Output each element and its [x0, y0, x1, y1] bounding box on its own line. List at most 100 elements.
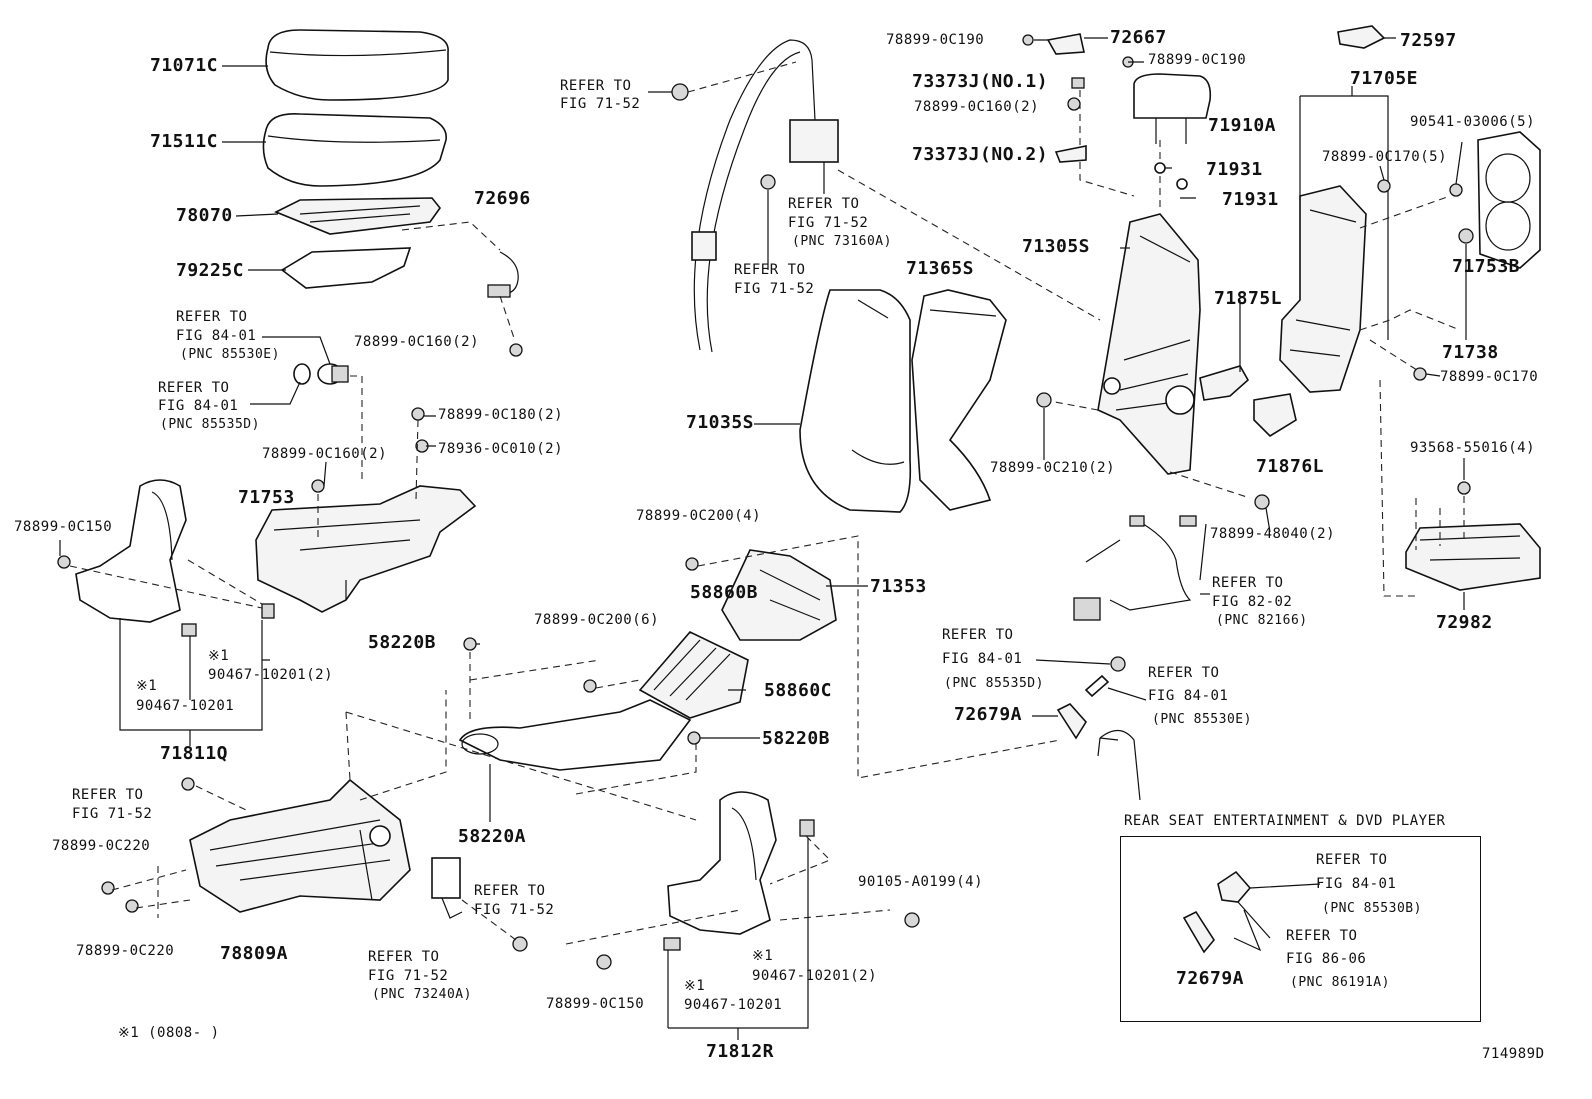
- ref-line: FIG 71-52: [474, 902, 555, 918]
- bracket-71875l[interactable]: [1199, 365, 1250, 401]
- ref-line: FIG 84-01: [942, 651, 1023, 667]
- label-71931: 71931: [1222, 189, 1279, 210]
- label-90541-03006-5: 90541-03006(5): [1410, 114, 1536, 130]
- label-71753b: 71753B: [1452, 256, 1521, 277]
- bracket-71353[interactable]: [721, 549, 837, 641]
- label-78899-0c150: 78899-0C150: [546, 996, 645, 1012]
- label-78899-0c180-2: 78899-0C180(2): [438, 407, 564, 423]
- label-58220b: 58220B: [762, 728, 831, 749]
- ref-line: FIG 86-06: [1286, 951, 1367, 967]
- label-78899-0c170: 78899-0C170: [1440, 369, 1539, 385]
- label-71705e: 71705E: [1350, 68, 1419, 89]
- cushion-plate-78070[interactable]: [274, 197, 442, 235]
- ref-line: FIG 84-01: [158, 398, 239, 414]
- ref-line: FIG 71-52: [368, 968, 449, 984]
- ref-line: REFER TO: [1212, 575, 1284, 591]
- label-78899-0c200-4: 78899-0C200(4): [636, 508, 762, 524]
- seat-track-78809a[interactable]: [189, 778, 411, 913]
- label-71035s: 71035S: [686, 412, 755, 433]
- dvd-player-parts[interactable]: [1182, 870, 1321, 954]
- ref-line: REFER TO: [1286, 928, 1358, 944]
- ref-line: REFER TO: [734, 262, 806, 278]
- label-71876l: 71876L: [1256, 456, 1325, 477]
- spring-58860b-c[interactable]: [638, 631, 749, 719]
- label-58860c: 58860C: [764, 680, 833, 701]
- ref-line: REFER TO: [1316, 852, 1388, 868]
- label-71812r: 71812R: [706, 1041, 775, 1062]
- ref-line: REFER TO: [158, 380, 230, 396]
- lamp-85535d[interactable]: [293, 363, 311, 385]
- label-71738: 71738: [1442, 342, 1499, 363]
- ref-line: (PNC 85530B): [1322, 901, 1422, 916]
- ref-line: (PNC 85535D): [944, 676, 1044, 691]
- label-71365s: 71365S: [906, 258, 975, 279]
- label-71071c: 71071C: [150, 55, 219, 76]
- label-78899-0c190: 78899-0C190: [1148, 52, 1247, 68]
- ref-line: REFER TO: [942, 627, 1014, 643]
- label-71753: 71753: [238, 487, 295, 508]
- ref-line: (PNC 82166): [1216, 613, 1308, 628]
- ref-line: FIG 84-01: [1148, 688, 1229, 704]
- back-panel-71705e[interactable]: [1279, 185, 1367, 393]
- cushion-pad-71511c[interactable]: [262, 113, 447, 187]
- note-mark: ※1: [684, 978, 706, 994]
- label-58220b: 58220B: [368, 632, 437, 653]
- label-72679a: 72679A: [954, 704, 1023, 725]
- side-cover-71812r[interactable]: [667, 791, 777, 935]
- side-cover-71811q[interactable]: [75, 479, 187, 623]
- seatback-pad-71365s[interactable]: [911, 289, 1007, 511]
- cushion-cover-71071c[interactable]: [265, 29, 449, 101]
- dvd-player-box: [1120, 836, 1481, 1022]
- mat-79225c[interactable]: [280, 247, 412, 289]
- label-78899-0c190: 78899-0C190: [886, 32, 985, 48]
- ref-line: FIG 71-52: [788, 215, 869, 231]
- seat-pan-58220a[interactable]: [458, 699, 692, 771]
- clip-72597[interactable]: [1337, 25, 1386, 49]
- label-78899-0c150: 78899-0C150: [14, 519, 113, 535]
- label-71811q: 71811Q: [160, 743, 229, 764]
- seat-belt-assembly[interactable]: [691, 39, 839, 353]
- label-78899-0c160-2: 78899-0C160(2): [354, 334, 480, 350]
- label-73373j-no1: 73373J(NO.1): [912, 71, 1049, 92]
- label-90467-10201-2: 90467-10201(2): [208, 667, 334, 683]
- headrest-71910a[interactable]: [1133, 73, 1212, 144]
- label-71910a: 71910A: [1208, 115, 1277, 136]
- arrow-icon: [1097, 729, 1141, 801]
- connector-72679a[interactable]: [1056, 703, 1087, 740]
- label-71305s: 71305S: [1022, 236, 1091, 257]
- ref-line: FIG 84-01: [1316, 876, 1397, 892]
- wire-72696[interactable]: [487, 251, 519, 298]
- bracket-72667[interactable]: [1046, 33, 1085, 55]
- ref-line: (PNC 73240A): [372, 987, 472, 1002]
- label-72667: 72667: [1110, 27, 1167, 48]
- label-78899-0c160-2: 78899-0C160(2): [914, 99, 1040, 115]
- cup-holder-71753b[interactable]: [1477, 131, 1541, 269]
- seatback-cover-71035s[interactable]: [799, 289, 912, 513]
- label-71875l: 71875L: [1214, 288, 1283, 309]
- seatback-frame-71305s[interactable]: [1097, 213, 1201, 475]
- label-72597: 72597: [1400, 30, 1457, 51]
- label-71931: 71931: [1206, 159, 1263, 180]
- ref-line: (PNC 73160A): [792, 234, 892, 249]
- belt-buckle-73240a[interactable]: [431, 857, 463, 919]
- label-72696: 72696: [474, 188, 531, 209]
- tray-72982[interactable]: [1405, 523, 1541, 591]
- label-78936-0c010-2: 78936-0C010(2): [438, 441, 564, 457]
- ref-line: REFER TO: [474, 883, 546, 899]
- bracket-71876l[interactable]: [1253, 393, 1297, 438]
- ref-line: REFER TO: [368, 949, 440, 965]
- diagram-id: 714989D: [1482, 1046, 1545, 1062]
- ref-line: REFER TO: [788, 196, 860, 212]
- ref-line: REFER TO: [1148, 665, 1220, 681]
- label-78809a: 78809A: [220, 943, 289, 964]
- label-78899-48040-2: 78899-48040(2): [1210, 526, 1336, 542]
- ref-line: REFER TO: [176, 309, 248, 325]
- console-box-71753[interactable]: [255, 485, 477, 613]
- label-90467-10201: 90467-10201: [136, 698, 235, 714]
- ref-line: (PNC 85530E): [1152, 712, 1252, 727]
- wire-harness-82166[interactable]: [1073, 515, 1207, 621]
- ref-line: (PNC 86191A): [1290, 975, 1390, 990]
- label-78899-0c220: 78899-0C220: [52, 838, 151, 854]
- label-72679a: 72679A: [1176, 968, 1245, 989]
